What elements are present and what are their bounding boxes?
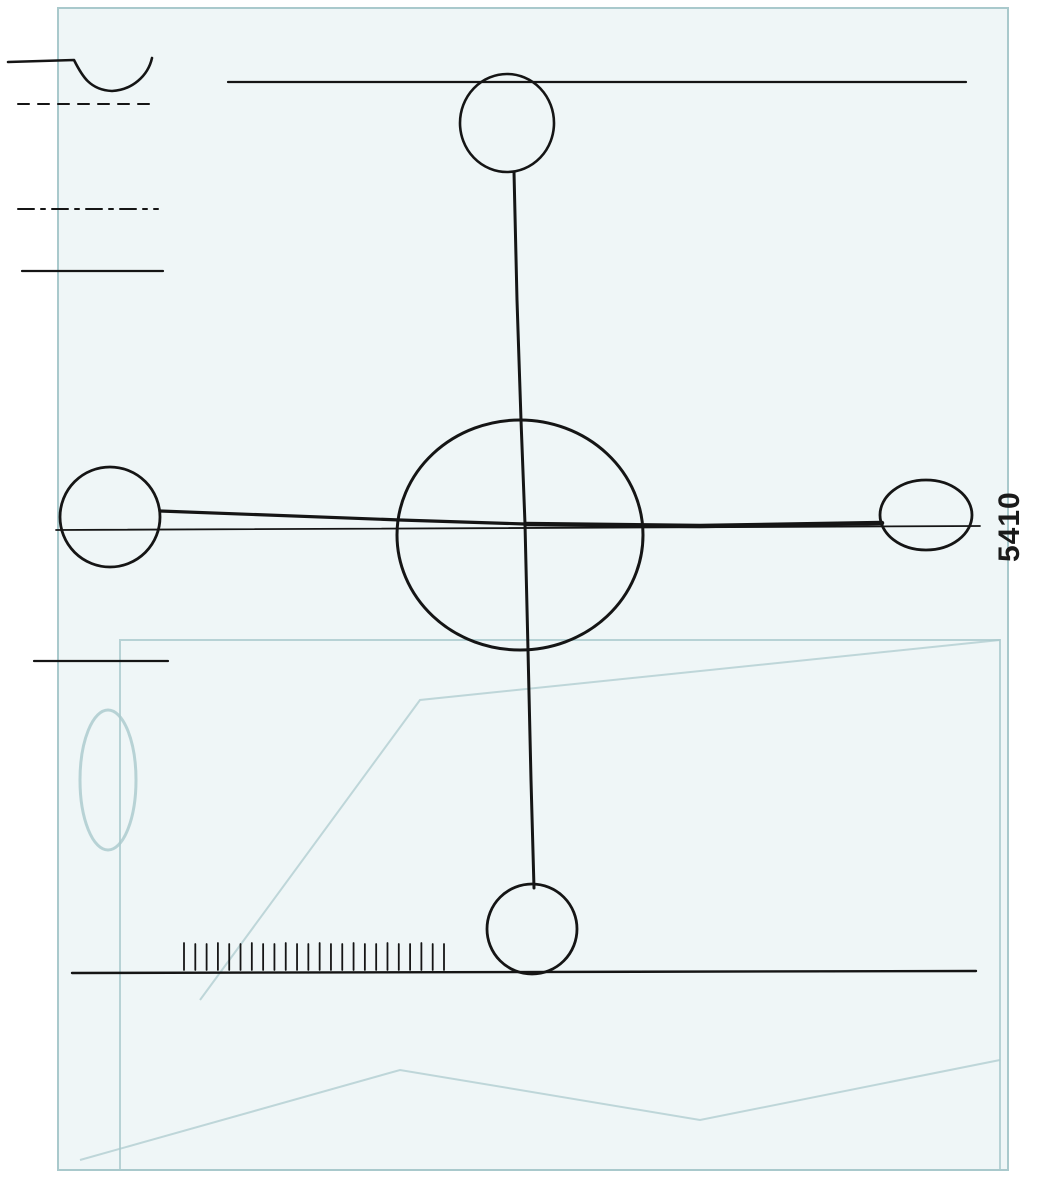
page-number: 5410 xyxy=(993,502,1027,562)
background-sheet xyxy=(58,8,1008,1170)
